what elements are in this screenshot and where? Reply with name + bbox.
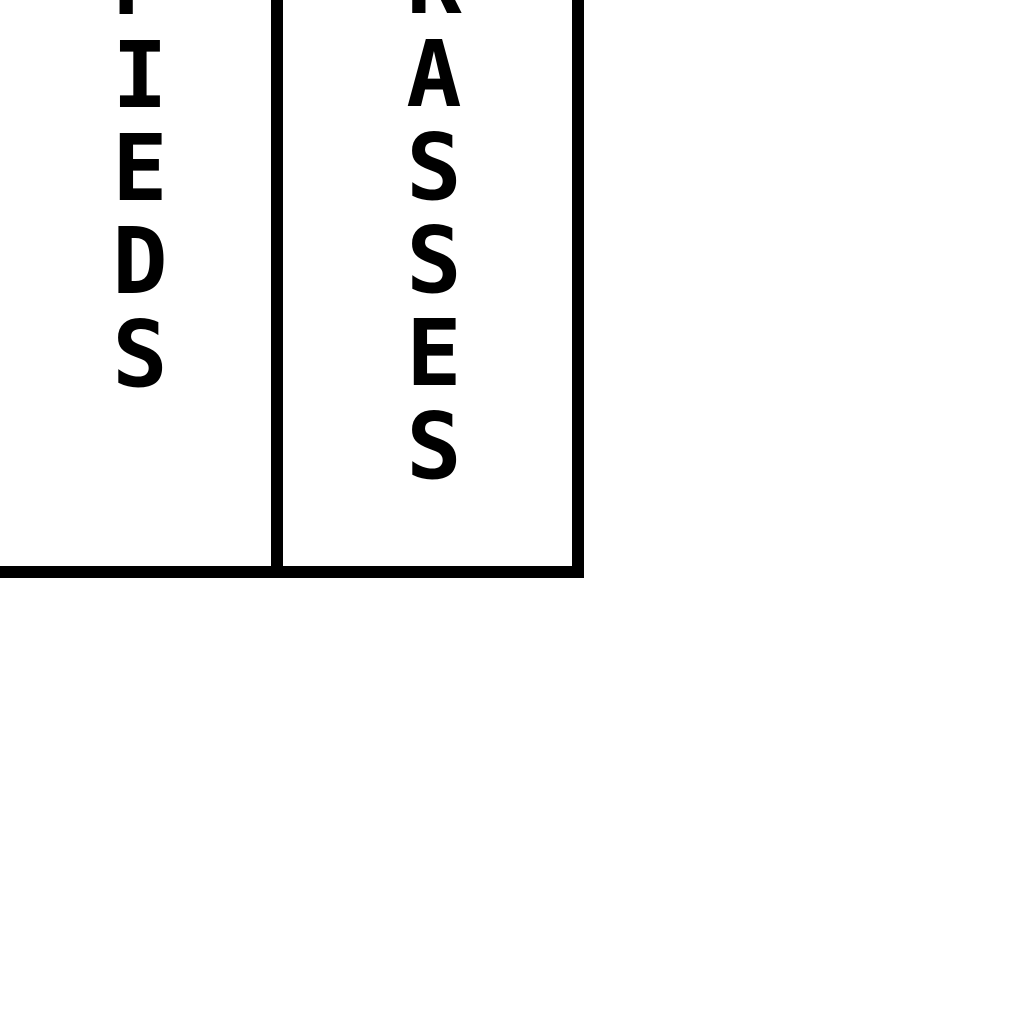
letter: P	[92, 0, 188, 29]
letter: S	[406, 207, 462, 314]
letter: D	[112, 208, 168, 315]
letter: S	[112, 301, 168, 408]
table-panel	[0, 0, 584, 578]
letter: E	[406, 300, 462, 407]
letter: E	[112, 115, 168, 222]
letter: S	[406, 393, 462, 500]
column-label-pieds: P I E D S	[92, 0, 188, 401]
letter: A	[406, 21, 462, 128]
letter: I	[112, 22, 168, 129]
column-label-rasses: R A S S E S	[386, 0, 482, 493]
letter: S	[406, 114, 462, 221]
column-divider	[271, 0, 283, 566]
letter: R	[386, 0, 482, 28]
